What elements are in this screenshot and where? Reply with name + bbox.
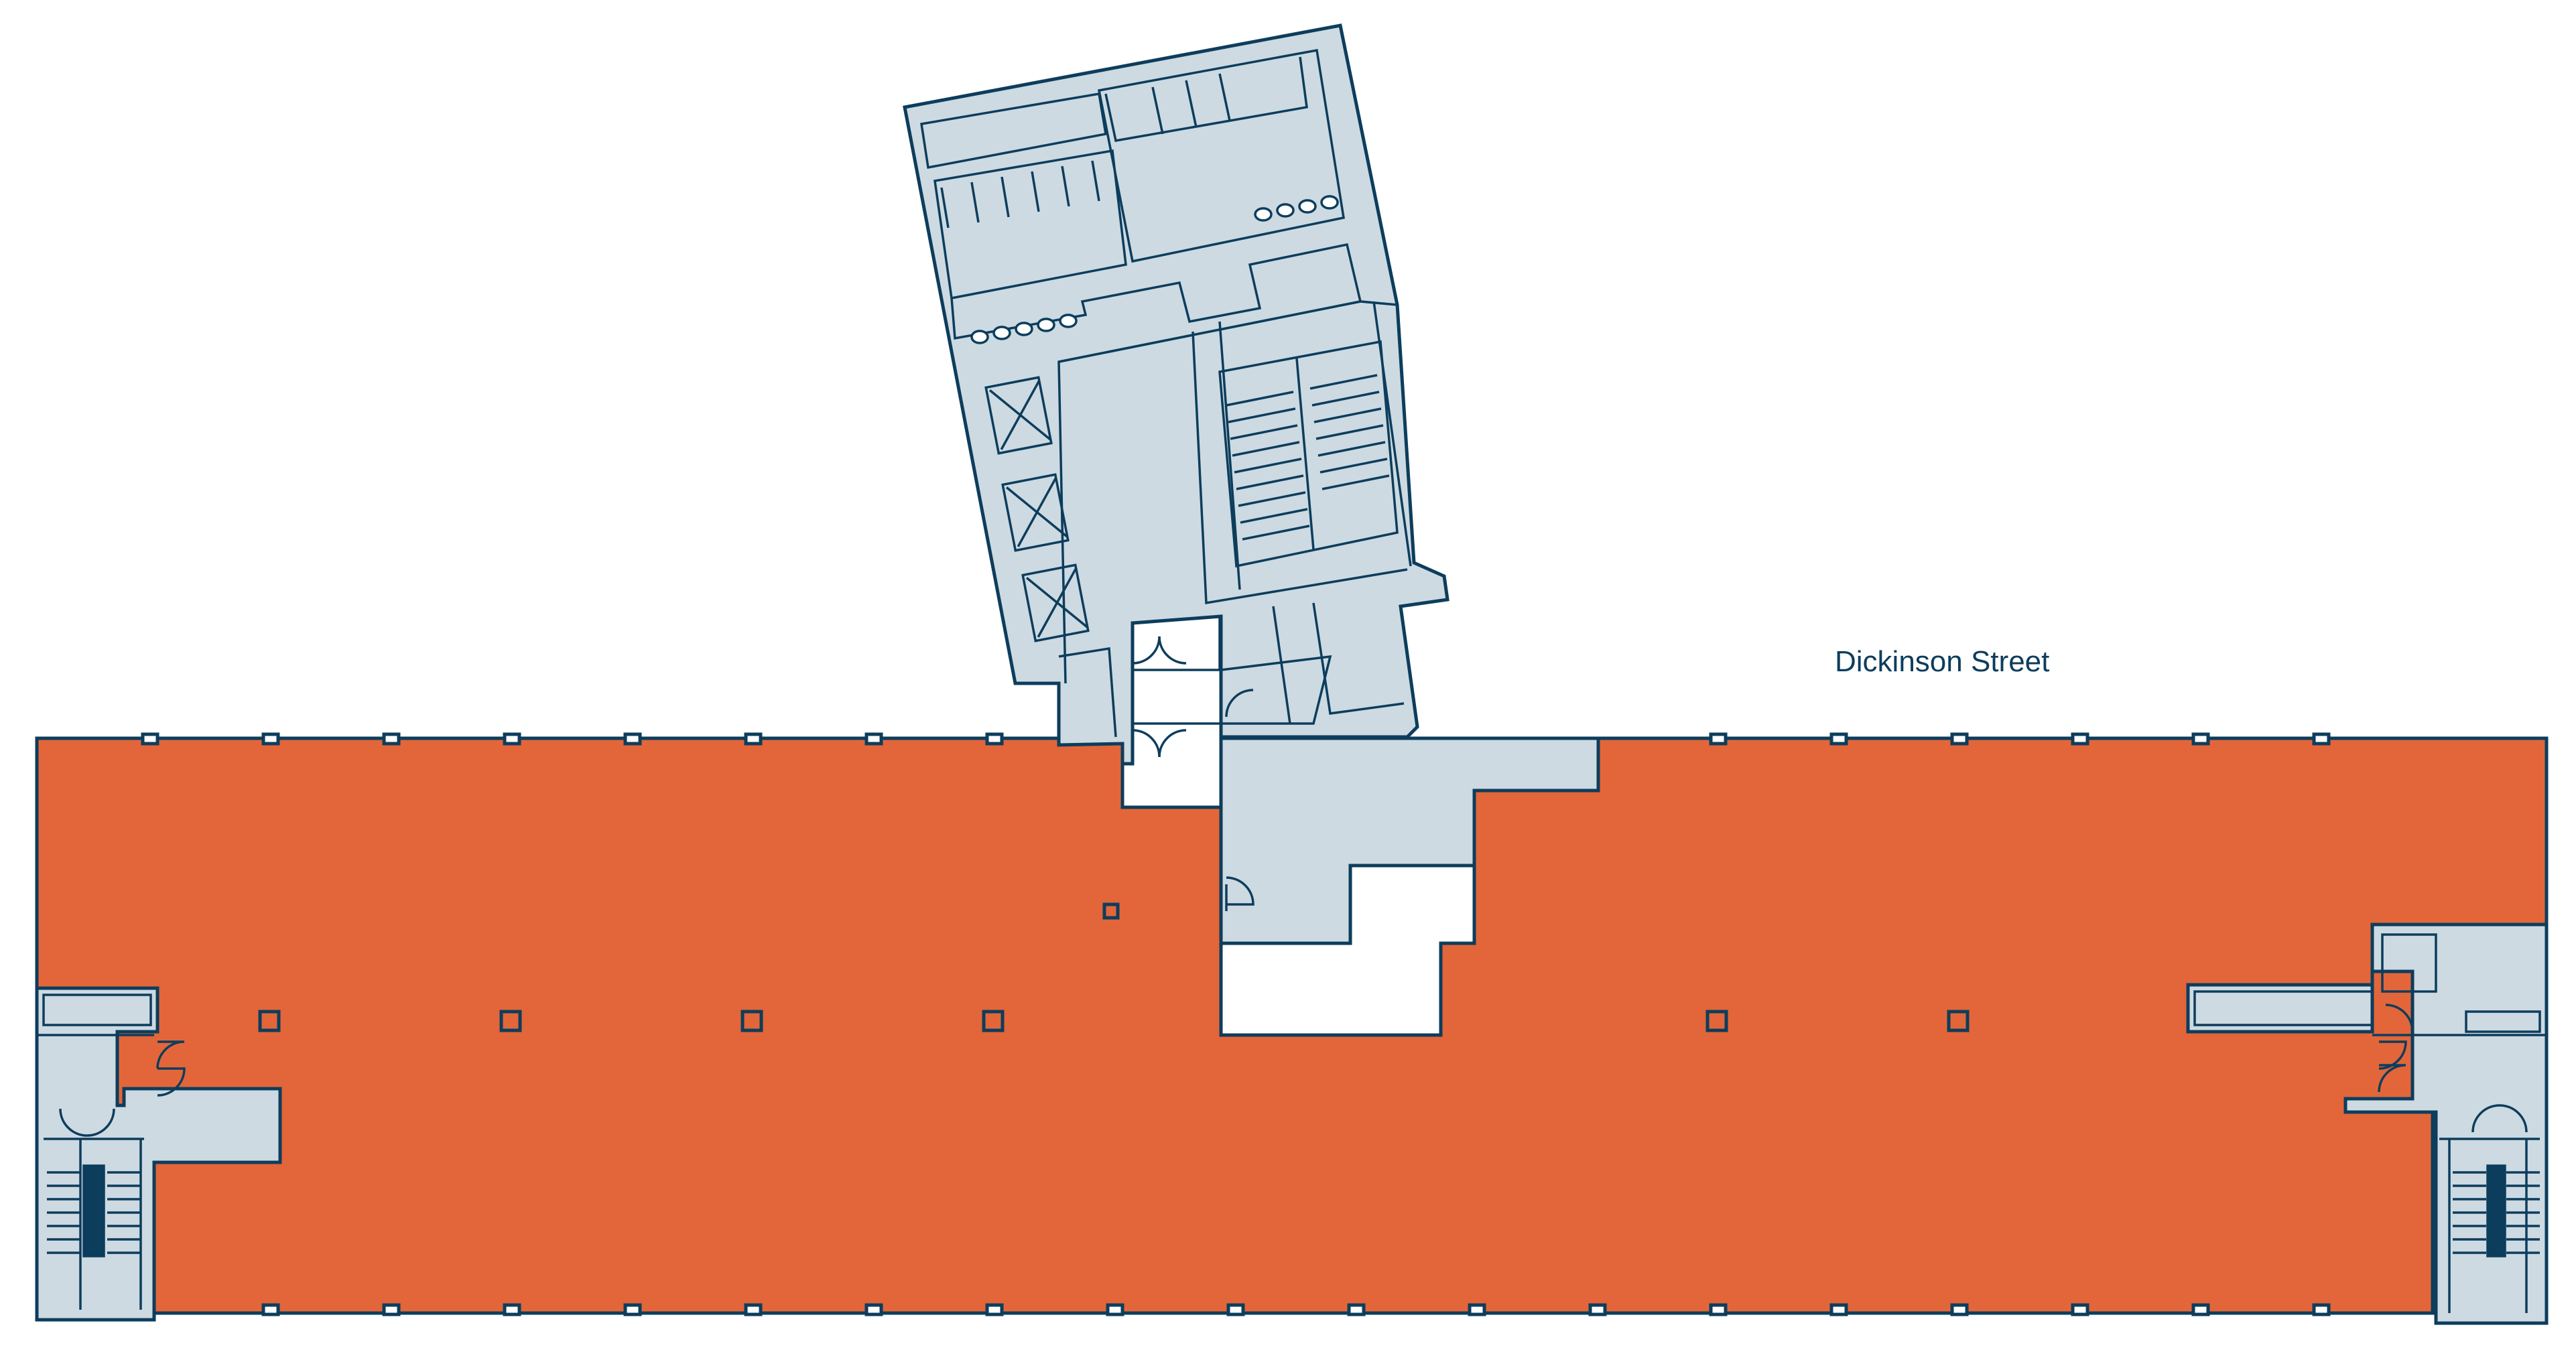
central-lobby[interactable] (1219, 736, 1600, 945)
stair-icon (1226, 374, 1390, 541)
stair-icon (2453, 1164, 2540, 1257)
left-stair-core (35, 986, 282, 1322)
door-icon (59, 636, 2528, 1137)
rotated-core-block (903, 23, 1450, 766)
right-stair-core (2186, 923, 2549, 1325)
window-notches (141, 732, 2331, 1316)
street-label: Dickinson Street (1835, 645, 2049, 678)
basin-icon (970, 195, 1339, 344)
stair-icon (47, 1164, 141, 1257)
column-icon (258, 902, 1970, 1032)
